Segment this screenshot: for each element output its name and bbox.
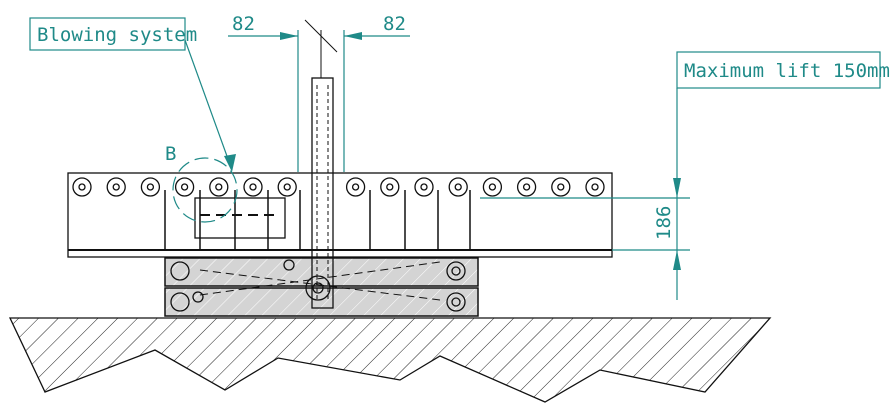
roller (249, 183, 257, 191)
right-offset-value: 82 (383, 13, 406, 35)
roller (180, 183, 189, 191)
roller-conveyor (67, 172, 613, 258)
roller (78, 183, 86, 191)
roller (420, 183, 428, 191)
roller (522, 183, 531, 191)
roller (146, 183, 155, 191)
detail-circle (172, 157, 238, 223)
roller (345, 177, 366, 197)
roller (140, 177, 161, 197)
roller (551, 177, 571, 197)
lift-base (164, 257, 479, 317)
roller (482, 177, 503, 197)
arrow-icon (224, 154, 236, 172)
lift-dimension: Maximum lift 150mm 186 (480, 51, 890, 300)
roller (414, 177, 434, 197)
roller (516, 177, 537, 197)
max-lift-label: Maximum lift 150mm (684, 60, 890, 82)
ground-section (8, 317, 772, 403)
roller (72, 177, 92, 197)
roller (591, 183, 599, 191)
roller (215, 183, 223, 191)
blowing-system-label: Blowing system (37, 24, 197, 46)
roller (243, 177, 263, 197)
height-value: 186 (653, 206, 675, 240)
roller (277, 177, 297, 197)
left-offset-value: 82 (232, 13, 255, 35)
roller (112, 183, 120, 191)
roller (174, 177, 195, 197)
center-column (311, 77, 334, 309)
roller (283, 183, 291, 191)
detail-marker: B (165, 143, 176, 165)
roller (448, 177, 468, 197)
roller (585, 177, 605, 197)
roller (351, 183, 360, 191)
blowing-system-callout: Blowing system B (29, 17, 238, 223)
offset-dimension: 82 82 (228, 13, 410, 172)
roller (386, 183, 394, 191)
roller (488, 183, 497, 191)
roller (454, 183, 462, 191)
roller (209, 177, 229, 197)
roller (557, 183, 565, 191)
roller (106, 177, 126, 197)
roller (380, 177, 400, 197)
